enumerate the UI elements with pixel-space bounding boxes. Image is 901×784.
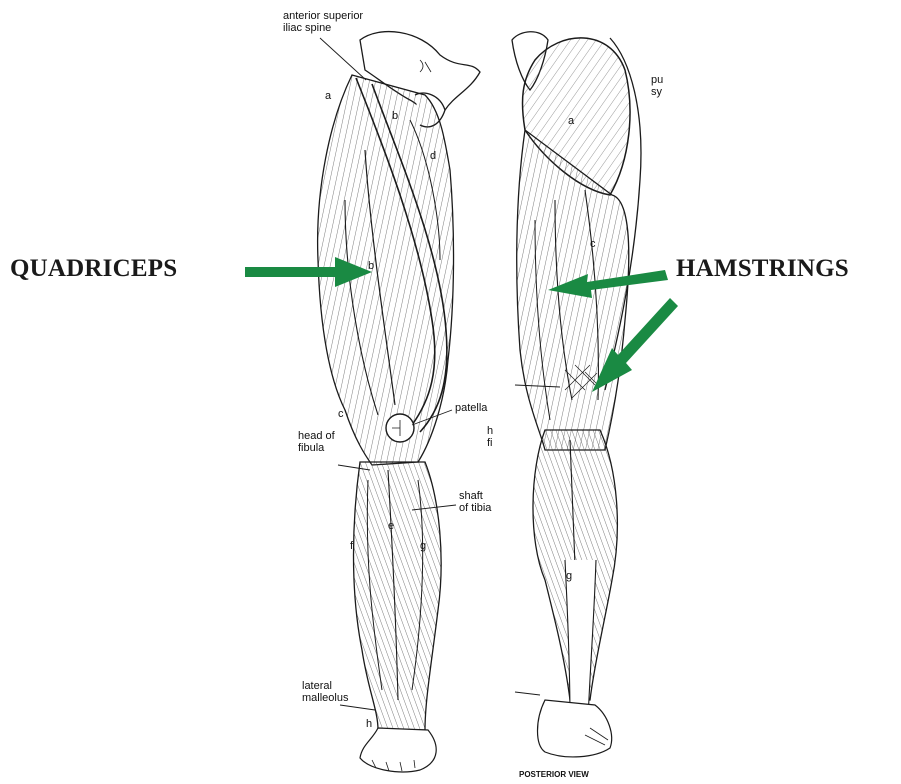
label-anterior-superior-iliac-spine: anterior superior iliac spine [283,10,363,34]
quadriceps-label: QUADRICEPS [10,255,177,283]
letter-c-post: c [590,238,596,250]
posterior-view-caption: POSTERIOR VIEW [519,770,589,779]
label-lateral-malleolus: lateral malleolus [302,680,348,704]
letter-c: c [338,408,344,420]
letter-a: a [325,90,331,102]
letter-b: b [392,110,398,122]
label-pubic-symphysis-partial: pu sy [651,74,663,98]
hamstrings-label: HAMSTRINGS [676,255,849,283]
letter-e: e [388,520,394,532]
letter-b-2: b [368,260,374,272]
letter-d: d [430,150,436,162]
letter-h: h [366,718,372,730]
letter-g: g [420,540,426,552]
letter-g-post: g [566,570,572,582]
label-partial-h: h fi [487,425,493,449]
label-head-of-fibula: head of fibula [298,430,335,454]
label-patella: patella [455,402,487,414]
posterior-leg [512,32,641,757]
letter-f: f [350,540,353,552]
letter-a-post: a [568,115,574,127]
label-shaft-of-tibia: shaft of tibia [459,490,491,514]
